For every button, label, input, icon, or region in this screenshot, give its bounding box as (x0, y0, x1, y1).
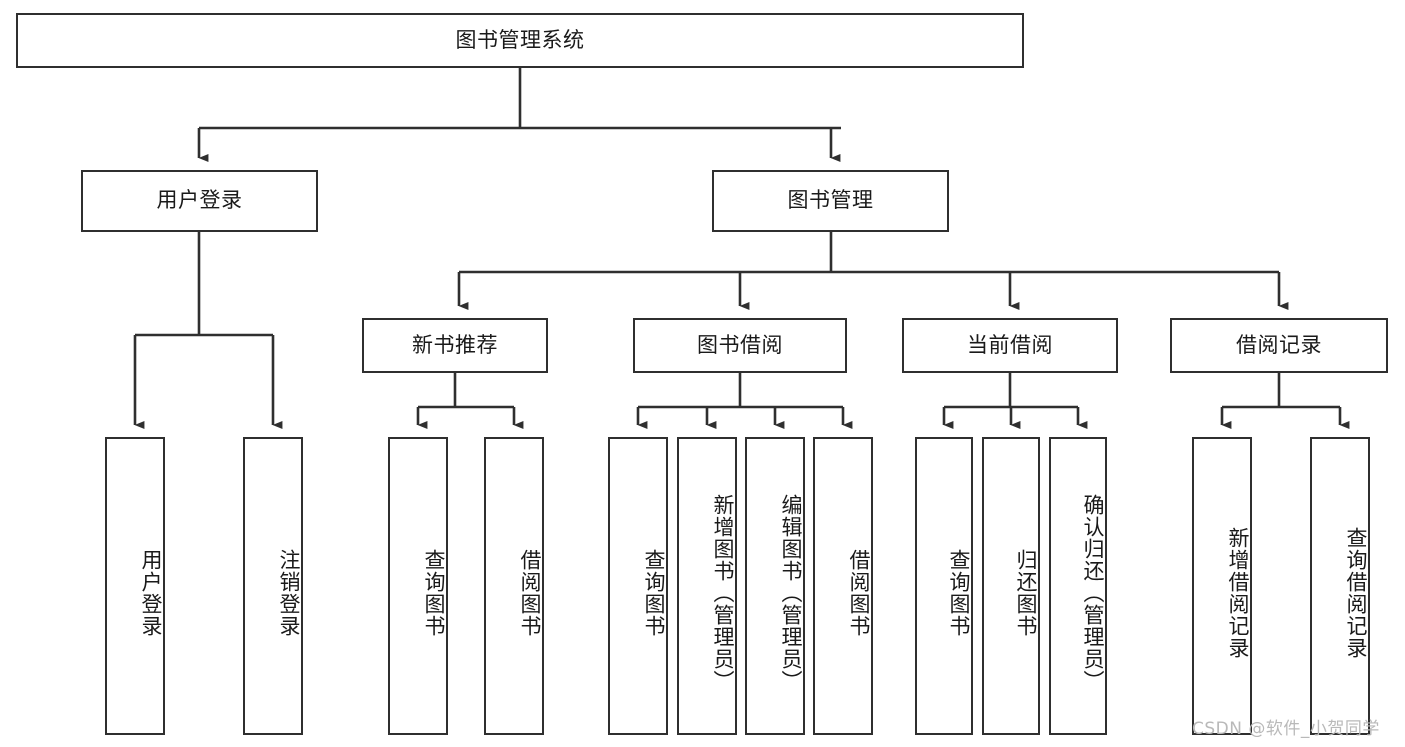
leaf-label: 查询图书 (642, 549, 666, 637)
leaf-user-login[interactable]: 用户登录 (105, 437, 165, 735)
node-borrow-records-label: 借阅记录 (1236, 332, 1322, 357)
leaf-label: 借阅图书 (847, 549, 871, 637)
leaf-logout[interactable]: 注销登录 (243, 437, 303, 735)
leaf-query-book-borrow[interactable]: 查询图书 (608, 437, 668, 735)
leaf-borrow-book[interactable]: 借阅图书 (813, 437, 873, 735)
leaf-label: 查询借阅记录 (1344, 527, 1368, 659)
node-user-login-label: 用户登录 (156, 188, 243, 213)
node-book-borrow[interactable]: 图书借阅 (633, 318, 847, 373)
csdn-watermark: CSDN @软件_小贺同学 (1192, 719, 1380, 739)
leaf-add-borrow-record[interactable]: 新增借阅记录 (1192, 437, 1252, 735)
node-new-book-recommend[interactable]: 新书推荐 (362, 318, 548, 373)
leaf-label: 确认归还（管理员） (1081, 494, 1105, 692)
leaf-query-borrow-record[interactable]: 查询借阅记录 (1310, 437, 1370, 735)
leaf-query-book-newbooks[interactable]: 查询图书 (388, 437, 448, 735)
node-new-book-recommend-label: 新书推荐 (412, 332, 498, 357)
leaf-label: 查询图书 (947, 549, 971, 637)
node-book-management[interactable]: 图书管理 (712, 170, 949, 232)
leaf-confirm-return-admin[interactable]: 确认归还（管理员） (1049, 437, 1107, 735)
leaf-label: 归还图书 (1014, 549, 1038, 637)
leaf-label: 新增图书（管理员） (711, 494, 735, 692)
leaf-label: 新增借阅记录 (1226, 527, 1250, 659)
leaf-edit-book-admin[interactable]: 编辑图书（管理员） (745, 437, 805, 735)
node-root[interactable]: 图书管理系统 (16, 13, 1024, 68)
leaf-add-book-admin[interactable]: 新增图书（管理员） (677, 437, 737, 735)
node-borrow-records[interactable]: 借阅记录 (1170, 318, 1388, 373)
leaf-label: 注销登录 (277, 549, 301, 637)
node-book-borrow-label: 图书借阅 (697, 332, 783, 357)
leaf-label: 借阅图书 (518, 549, 542, 637)
leaf-label: 编辑图书（管理员） (779, 494, 803, 692)
leaf-label: 查询图书 (422, 549, 446, 637)
node-book-management-label: 图书管理 (787, 188, 874, 213)
node-current-borrow[interactable]: 当前借阅 (902, 318, 1118, 373)
leaf-label: 用户登录 (139, 549, 163, 637)
leaf-borrow-book-newbooks[interactable]: 借阅图书 (484, 437, 544, 735)
node-root-label: 图书管理系统 (455, 27, 585, 52)
node-current-borrow-label: 当前借阅 (967, 332, 1053, 357)
leaf-return-book[interactable]: 归还图书 (982, 437, 1040, 735)
leaf-query-book-current[interactable]: 查询图书 (915, 437, 973, 735)
node-user-login[interactable]: 用户登录 (81, 170, 318, 232)
